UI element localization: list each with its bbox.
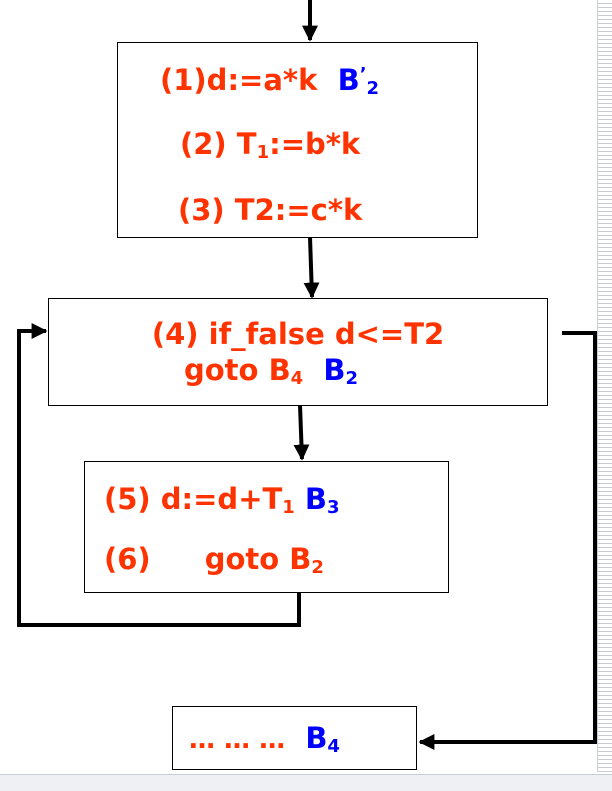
block-label-b3: B3: [304, 482, 340, 518]
block-b4: … … … B4: [172, 706, 417, 770]
block-b2: (4) if_false d<=T2 goto B4 B2: [48, 298, 548, 406]
block-label-b2-prime: B’2: [337, 63, 380, 99]
block-b3: (5) d:=d+T1 B3 (6)goto B2: [84, 461, 449, 593]
instruction-1: (1)d:=a*k B’2: [160, 63, 380, 99]
edge-b3-back-to-b2: [17, 323, 301, 627]
instruction-3: (3) T2:=c*k: [178, 193, 363, 227]
slide-bottom-bar: [0, 774, 612, 791]
edge-b2-to-b4: [418, 331, 597, 750]
edge-b2-b3: [293, 404, 310, 461]
instruction-5: (5) d:=d+T1 B3: [104, 482, 340, 518]
slide-edge-stripe: [597, 0, 612, 772]
instruction-2: (2) T1:=b*k: [180, 127, 361, 163]
instruction-4-goto: goto B4 B2: [184, 353, 359, 389]
block-label-b2: B2: [323, 353, 359, 389]
b4-contents: … … … B4: [189, 721, 340, 757]
instruction-6: (6)goto B2: [104, 542, 324, 578]
block-b2-prime: (1)d:=a*k B’2 (2) T1:=b*k (3) T2:=c*k: [117, 42, 478, 238]
instruction-text: (1)d:=a*k: [160, 63, 318, 97]
instruction-4: (4) if_false d<=T2: [151, 317, 445, 351]
edge-b2prime-b2: [303, 236, 320, 299]
block-label-b4: B4: [305, 721, 340, 757]
